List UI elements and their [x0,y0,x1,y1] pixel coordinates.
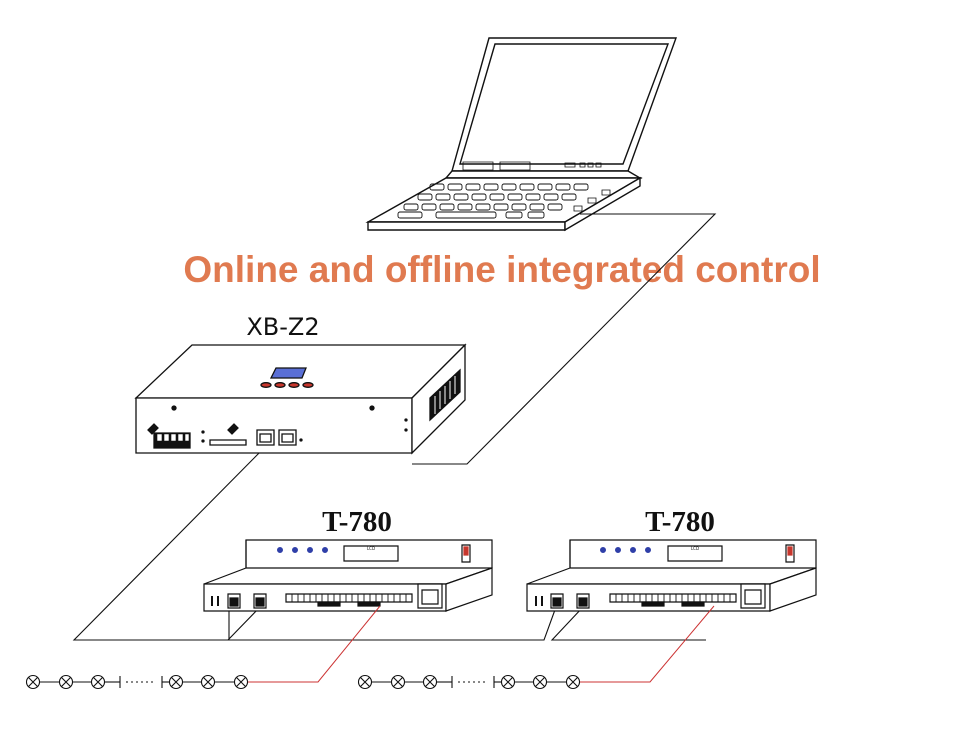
pixel-chain-2 [372,676,567,688]
led-pixel-icon [27,676,248,689]
t780-terminal-pins-1 [292,594,406,602]
network-cables [74,214,715,640]
headline: Online and offline integrated control [183,249,820,290]
t780-lcd-text-1: LCD [367,546,375,551]
pixel-chain-1 [40,676,246,688]
signal-wires [246,606,714,682]
t780-controller-icon-2 [527,540,816,611]
laptop-icon [368,38,676,230]
xb-z2-controller-icon [136,345,465,453]
t780-terminal-pins-2 [616,594,730,602]
t780-controller-icon-1 [204,540,492,611]
xb-z2-vent-lines [435,376,455,414]
xb-z2-label: XB-Z2 [246,313,319,341]
led-pixel-icon [359,676,580,689]
t780-label-2: T-780 [645,506,715,538]
t780-label-1: T-780 [322,506,392,538]
t780-lcd-text-2: LCD [691,546,699,551]
